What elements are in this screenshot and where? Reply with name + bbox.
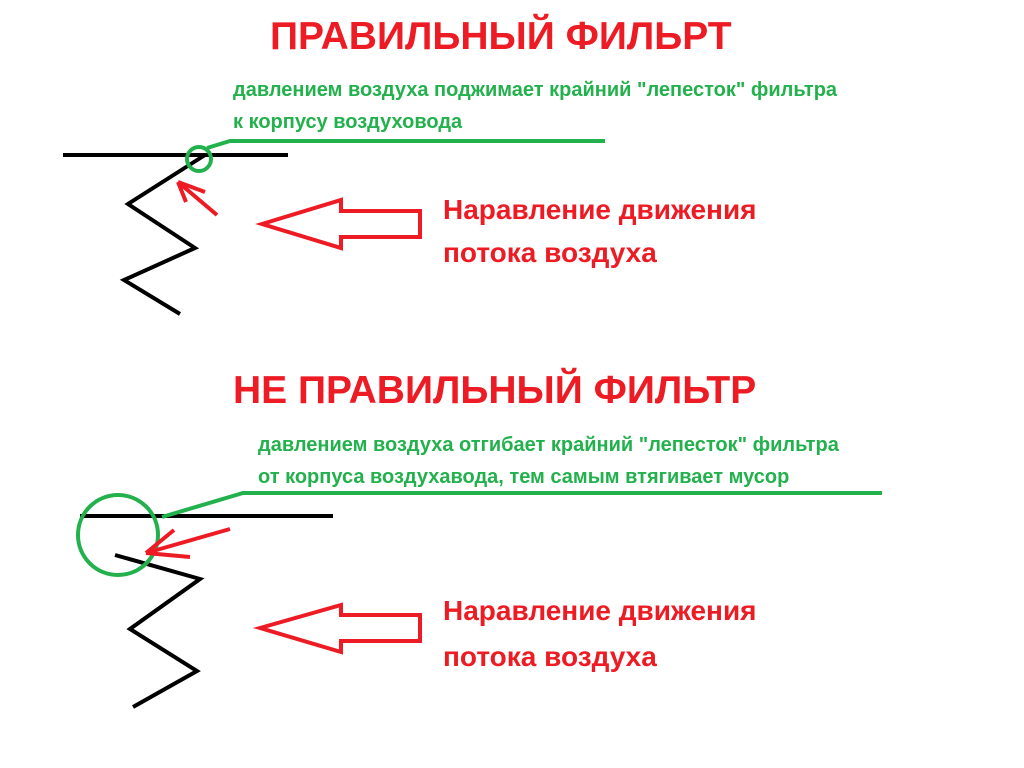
pressure-arrow-icon — [176, 180, 219, 217]
filter-pleats — [119, 153, 207, 316]
filter-pleats — [114, 553, 205, 709]
incorrect-filter-diagram — [76, 491, 882, 709]
incorrect-filter-title: НЕ ПРАВИЛЬНЫЙ ФИЛЬТР — [233, 369, 757, 412]
flow-direction-arrow-icon — [252, 602, 422, 655]
correct-filter-diagram — [63, 139, 605, 316]
incorrect-note-line2: от корпуса воздухавода, тем самым втягив… — [258, 466, 790, 488]
correct-flow-label-line1: Наравление движения — [443, 194, 757, 225]
callout-line — [206, 139, 605, 150]
highlight-circle — [76, 493, 160, 577]
correct-flow-label-line2: потока воздуха — [443, 237, 657, 268]
incorrect-flow-label-line1: Наравление движения — [443, 595, 757, 626]
correct-filter-title: ПРАВИЛЬНЫЙ ФИЛЬРТ — [270, 15, 732, 58]
pressure-arrow-icon — [144, 527, 231, 559]
incorrect-note-line1: давлением воздуха отгибает крайний "лепе… — [258, 434, 839, 456]
callout-line — [161, 491, 882, 519]
incorrect-flow-label-line2: потока воздуха — [443, 641, 657, 672]
highlight-circle — [185, 145, 213, 173]
flow-direction-arrow-icon — [255, 197, 422, 251]
correct-note-line2: к корпусу воздуховода — [233, 111, 463, 133]
correct-note-line1: давлением воздуха поджимает крайний "леп… — [233, 79, 838, 101]
